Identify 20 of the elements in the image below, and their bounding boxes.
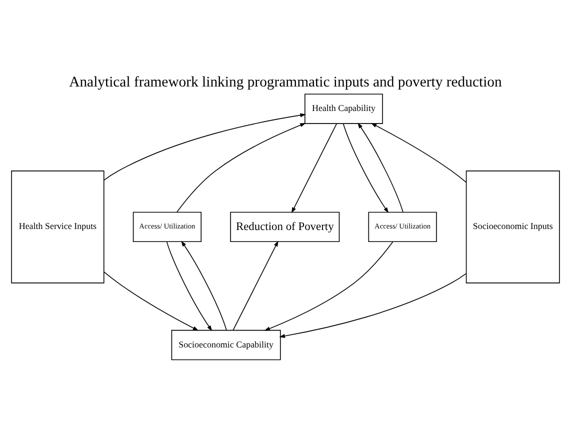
arrow bbox=[370, 123, 467, 183]
arrow bbox=[176, 123, 306, 212]
arrow bbox=[358, 122, 404, 212]
arrow bbox=[104, 113, 306, 181]
arrow bbox=[291, 123, 338, 214]
arrow bbox=[181, 240, 227, 331]
node-box: Access/ Utilization bbox=[132, 212, 202, 242]
arrow bbox=[232, 240, 278, 331]
node-box: Socioeconomic Inputs bbox=[466, 170, 560, 284]
node-box: Socioeconomic Capability bbox=[171, 330, 281, 360]
arrow bbox=[279, 273, 466, 338]
diagram-title: Analytical framework linking programmatic inputs and poverty reduction bbox=[69, 74, 502, 90]
node-box: Reduction of Poverty bbox=[230, 212, 340, 242]
arrow bbox=[264, 241, 394, 331]
node-box: Access/ Utilization bbox=[368, 212, 437, 242]
arrow bbox=[166, 241, 212, 332]
arrow bbox=[104, 271, 199, 331]
arrow bbox=[342, 123, 389, 214]
node-box: Health Service Inputs bbox=[11, 170, 104, 284]
node-box: Health Capability bbox=[304, 94, 383, 124]
